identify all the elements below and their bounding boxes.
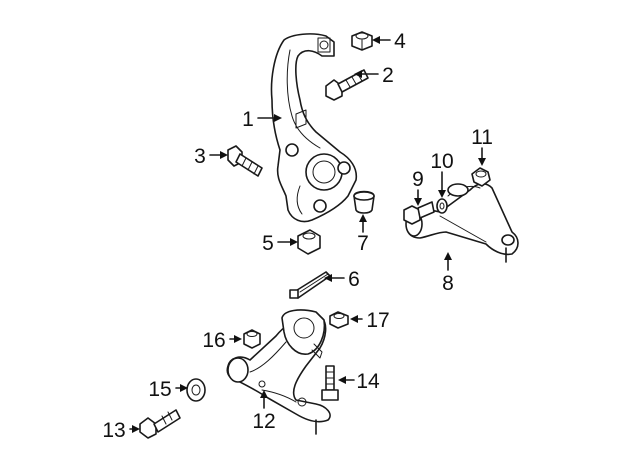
- bushing: [353, 190, 375, 214]
- callout-labels: 1 2 3 4 5 6 7 8 9 10 11 12 13 14 15 16 1…: [102, 30, 493, 442]
- nut-lower-left: [297, 229, 321, 255]
- callout-5: 5: [262, 232, 274, 255]
- callout-4: 4: [394, 30, 406, 53]
- callout-2: 2: [382, 64, 394, 87]
- callout-16: 16: [202, 329, 225, 352]
- nut-upper-right: [471, 167, 491, 187]
- upper-control-arm: [405, 182, 519, 263]
- callout-3: 3: [194, 145, 206, 168]
- callout-15: 15: [148, 378, 171, 401]
- callout-7: 7: [357, 232, 369, 255]
- callout-9: 9: [412, 168, 424, 191]
- steering-knuckle: [270, 33, 358, 223]
- callout-14: 14: [356, 370, 380, 393]
- callout-leaders: [129, 36, 486, 433]
- nut-top: [351, 31, 373, 51]
- bolt-arm: [403, 201, 435, 225]
- callout-11: 11: [471, 126, 493, 149]
- washer-upper: [436, 198, 448, 214]
- callout-1: 1: [242, 108, 254, 131]
- bolt-lower: [139, 409, 181, 439]
- callout-13: 13: [102, 419, 125, 442]
- nut-17: [329, 311, 349, 329]
- callout-8: 8: [442, 272, 454, 295]
- washer-lower: [186, 378, 206, 402]
- bolt-left: [227, 145, 263, 177]
- nut-16: [243, 329, 261, 349]
- callout-6: 6: [348, 268, 360, 291]
- callout-12: 12: [252, 410, 275, 433]
- bolt-vertical: [321, 365, 339, 401]
- callout-10: 10: [430, 150, 453, 173]
- callout-17: 17: [366, 309, 389, 332]
- lower-control-arm: [226, 309, 331, 435]
- cable-tie: [289, 271, 331, 299]
